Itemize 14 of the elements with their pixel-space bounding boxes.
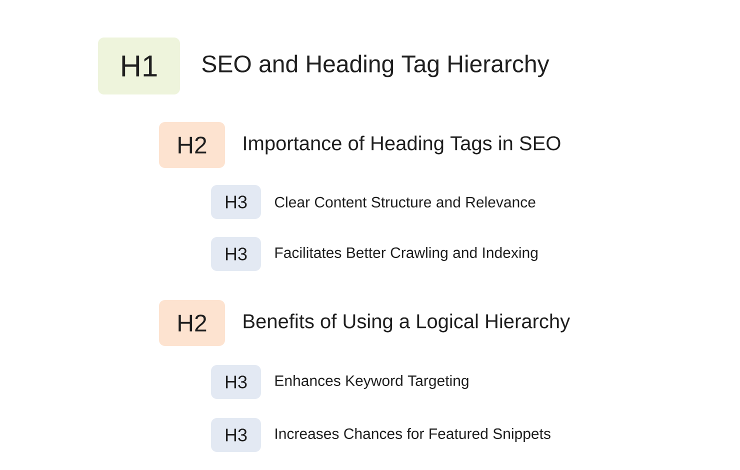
tag-badge: H2 — [159, 122, 225, 168]
heading-text: Enhances Keyword Targeting — [275, 375, 468, 389]
tag-badge: H2 — [159, 300, 225, 346]
tag-badge: H1 — [98, 38, 180, 94]
heading-text: Increases Chances for Featured Snippets — [276, 428, 550, 442]
tag-badge: H3 — [211, 185, 261, 219]
heading-text: Benefits of Using a Logical Hierarchy — [244, 314, 570, 332]
tag-badge: H3 — [211, 365, 261, 399]
heading-text: SEO and Heading Tag Hierarchy — [202, 54, 550, 78]
tag-badge: H3 — [211, 418, 261, 452]
heading-text: Facilitates Better Crawling and Indexing — [275, 247, 538, 261]
heading-text: Clear Content Structure and Relevance — [274, 196, 536, 208]
tag-badge: H3 — [211, 237, 261, 271]
heading-text: Importance of Heading Tags in SEO — [244, 136, 560, 154]
